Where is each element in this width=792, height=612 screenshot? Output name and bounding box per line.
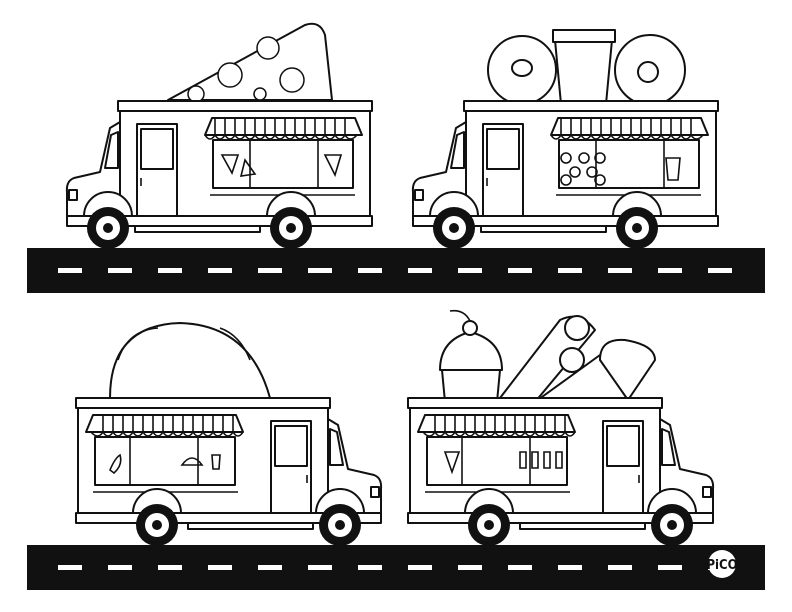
coffee-cup-icon xyxy=(554,39,613,105)
road-bottom xyxy=(27,545,765,590)
logo-text: PiCO xyxy=(706,558,737,573)
taco-window-icons xyxy=(109,453,221,475)
ice-cream-truck xyxy=(407,309,715,547)
ice-cream-window-icons xyxy=(443,451,563,475)
donut-coffee-truck xyxy=(411,29,719,250)
taco-icon xyxy=(109,322,271,399)
road-top xyxy=(27,248,765,293)
pico-logo: PiCO xyxy=(706,550,738,578)
donut-icons xyxy=(560,152,681,186)
taco-truck xyxy=(75,322,383,547)
pizza-icons xyxy=(220,154,343,178)
pizza-truck xyxy=(65,22,373,250)
